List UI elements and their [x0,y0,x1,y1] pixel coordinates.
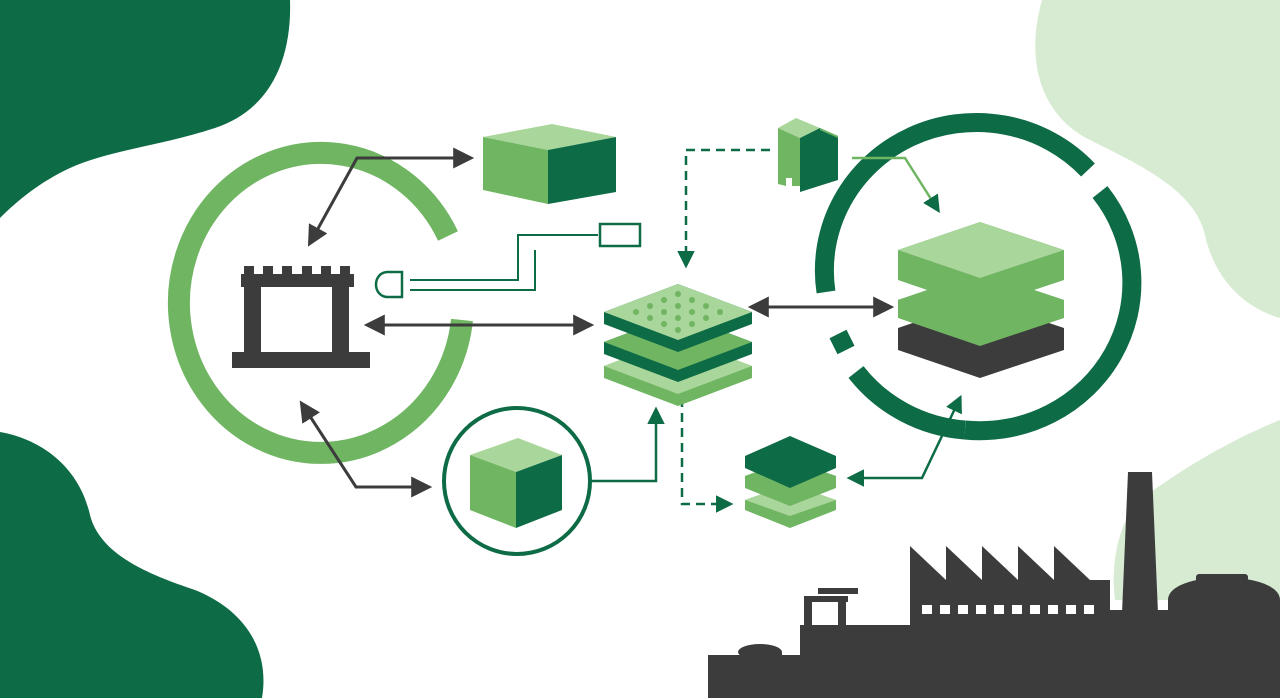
left-ring [167,141,473,464]
small-rectangle-icon [598,222,642,248]
main-storage-stack-icon [898,222,1064,378]
edge-gate-circledcube [299,400,433,498]
edge-plug-hub [677,148,770,269]
factory-windows [922,605,1094,614]
edge-gate-topcube [307,147,475,247]
connectors [299,147,962,513]
edge-smallstack-storage [846,394,962,487]
dotted-layer-stack-icon [604,284,752,406]
edge-sensor-gate-a [410,234,598,281]
edge-sensor-gate-b [410,250,536,291]
gate-frame-icon [232,266,370,368]
top-cube-icon [483,124,616,204]
circled-cube-node [442,406,592,556]
edge-hub-smallstack [680,398,734,513]
plug-module-icon [778,118,838,192]
blob-top-left [0,0,291,218]
blob-top-right [1035,0,1280,318]
cube-icon [470,438,562,528]
hub-dot-grid [633,291,723,333]
small-stack-icon [745,436,836,528]
factory-silhouette-icon [708,472,1280,698]
probe-icon [374,270,404,299]
blob-bottom-left [0,432,264,698]
edge-plug-storage [852,156,940,213]
edge-circledcube-hub [580,406,665,483]
